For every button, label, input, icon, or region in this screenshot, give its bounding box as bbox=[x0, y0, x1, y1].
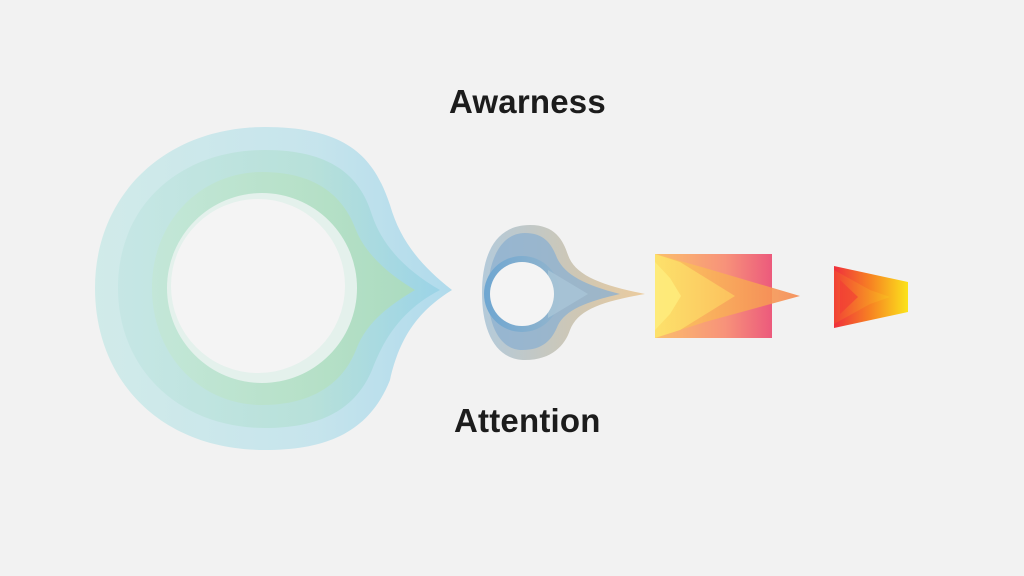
large-ring-shape bbox=[95, 127, 452, 450]
awareness-label: Awarness bbox=[449, 83, 606, 120]
attention-label: Attention bbox=[454, 402, 601, 439]
small-ring-shape bbox=[482, 225, 645, 360]
chevron-rectangle-shape bbox=[655, 254, 800, 338]
small-trapezoid-shape bbox=[834, 266, 908, 328]
